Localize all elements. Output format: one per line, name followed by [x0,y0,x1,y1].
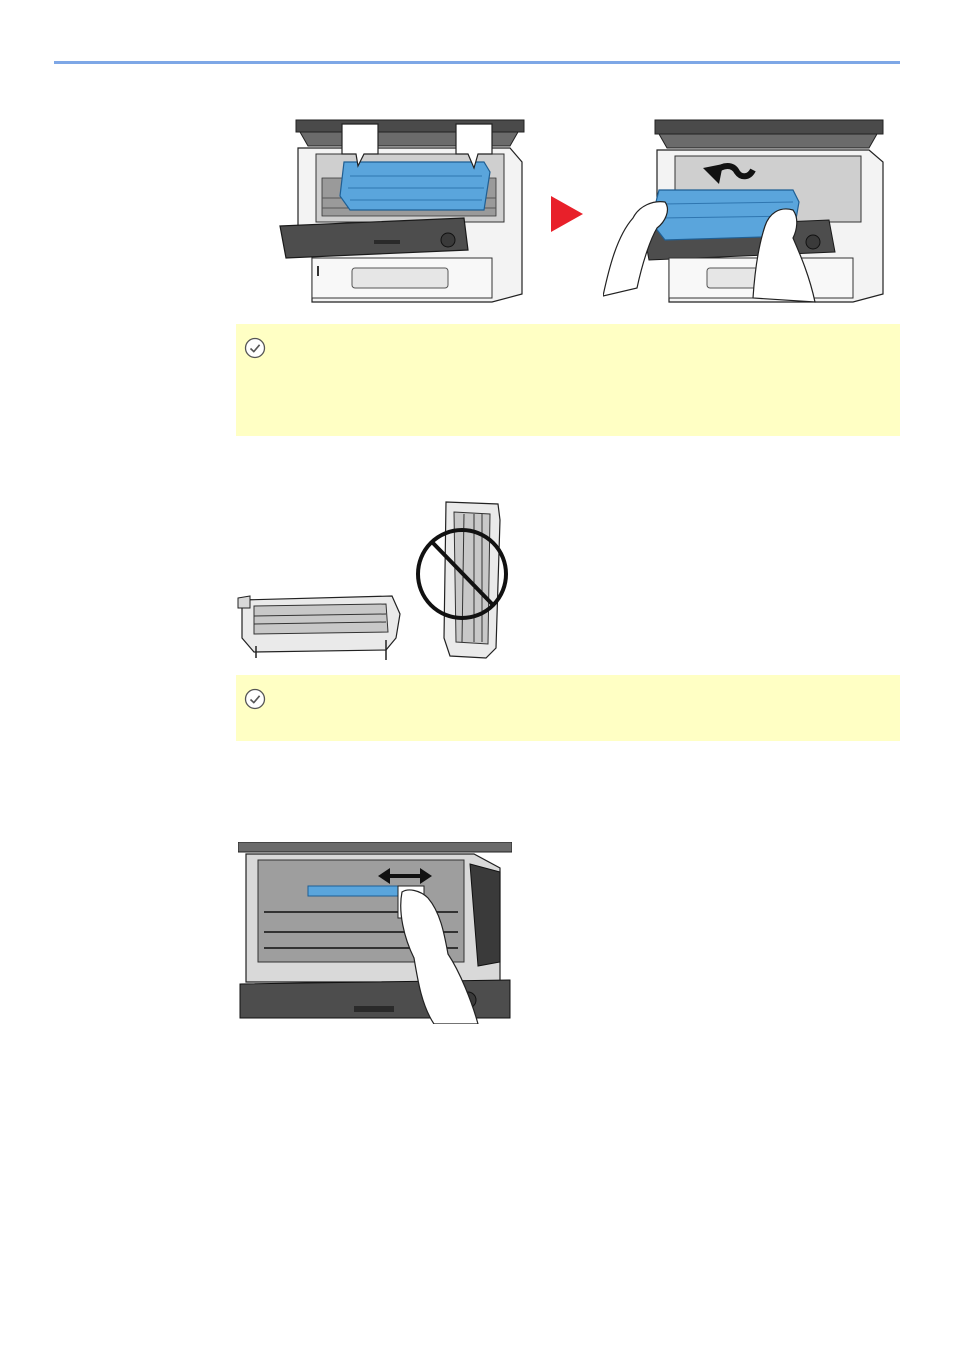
red-triangle-arrow-icon [551,196,583,232]
check-circle-icon [244,688,266,710]
note-box-1 [236,324,900,436]
header-rule [54,61,900,64]
hands-removing-drum-illustration [603,119,884,303]
hand-cleaning-printer-illustration [238,842,512,1024]
check-circle-icon [244,337,266,359]
drum-unit-horizontal-illustration [237,595,401,660]
prohibited-circle-icon [416,528,508,620]
drum-unit-vertical-prohibited-illustration [416,501,508,659]
printer-open-drum-illustration [279,119,525,303]
note-box-2 [236,675,900,741]
